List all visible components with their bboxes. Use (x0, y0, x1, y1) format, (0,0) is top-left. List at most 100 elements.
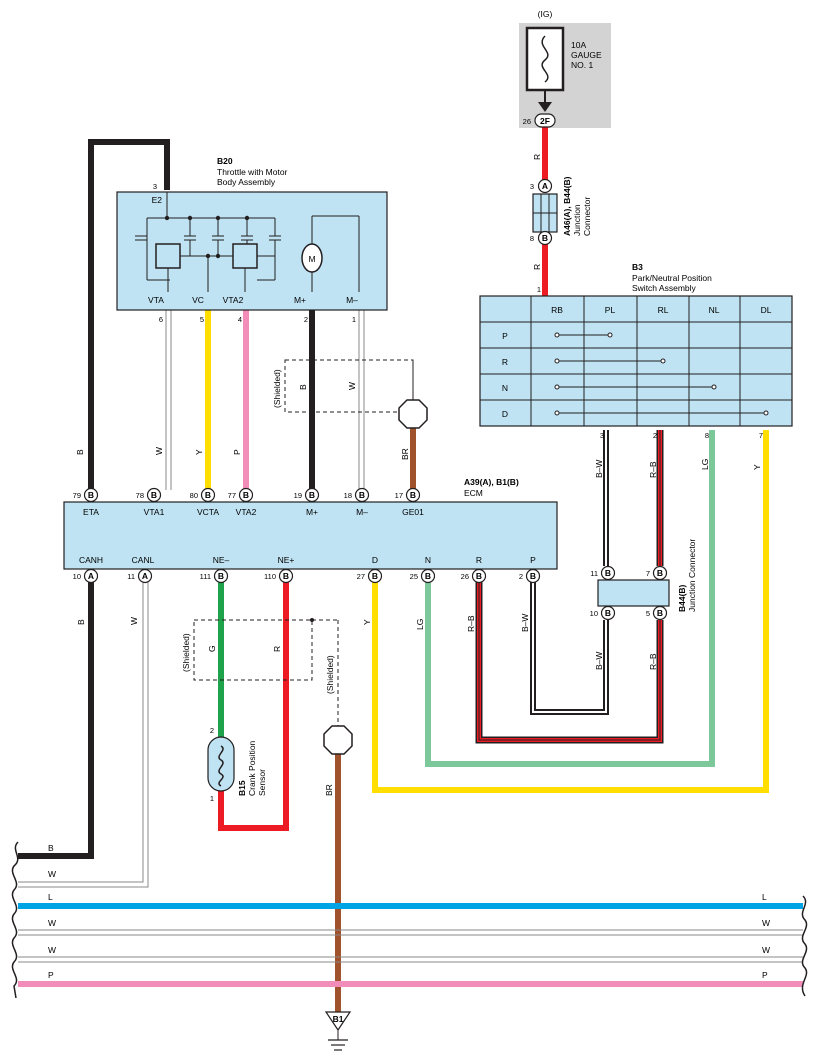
ecm-label-d: D (372, 555, 378, 565)
ecm-label-mminus: M– (356, 507, 368, 517)
throttle-pin-2: 2 (304, 315, 308, 324)
junction-top-conn-a (537, 178, 553, 194)
throttle-name-1: Throttle with Motor (217, 167, 288, 177)
wire-label-w-vta: W (154, 447, 164, 455)
crank-pin-2: 2 (210, 726, 214, 735)
ecm-pin-17: 17 (395, 491, 403, 500)
wire-label-r-neplus: R (272, 646, 282, 652)
bus-label-p-right: P (762, 970, 768, 980)
wire-label-y-d: Y (362, 619, 372, 625)
fuse-name-2: NO. 1 (571, 60, 593, 70)
ecm-conn-mminus: B (359, 490, 365, 500)
ecm-pin-78: 78 (136, 491, 144, 500)
wire-label-bw-p: B–W (520, 614, 530, 632)
wire-label-rb-r: R–B (466, 615, 476, 632)
junction-connector-top (532, 193, 558, 233)
switch-col-dl: DL (761, 305, 772, 315)
ecm-conn-ge01: B (410, 490, 416, 500)
throttle-name-2: Body Assembly (217, 177, 276, 187)
wire-label-y-switch: Y (752, 464, 762, 470)
junction-top-pin-3: 3 (530, 182, 534, 191)
wire-label-r-switch: R (532, 264, 542, 270)
bus-label-w1-left: W (48, 918, 56, 928)
bus-label-l-left: L (48, 892, 53, 902)
shield-ground-octagon-bottom (323, 725, 353, 755)
fuse-pin: 26 (523, 117, 531, 126)
ecm-bottom-connectors (83, 568, 541, 584)
ecm-conn-vta2: B (243, 490, 249, 500)
junction-top-conn-a-letter: A (542, 181, 548, 191)
wire-label-r-fuse: R (532, 154, 542, 160)
ecm-conn-p: B (530, 571, 536, 581)
b44-pin-10: 10 (590, 609, 598, 618)
bus-break-right (801, 895, 808, 997)
switch-row-d: D (502, 409, 508, 419)
throttle-pin-label-mplus: M+ (294, 295, 306, 305)
wire-label-w-canl: W (129, 617, 139, 625)
wire-label-y-vc: Y (194, 449, 204, 455)
throttle-body-box (116, 191, 388, 311)
ecm-conn-neplus: B (283, 571, 289, 581)
park-switch-name-1: Park/Neutral Position (632, 273, 712, 283)
shield-crank-node (310, 618, 314, 622)
park-switch-name-2: Switch Assembly (632, 283, 697, 293)
crank-name-2: Sensor (257, 769, 267, 796)
wire-label-bw-junction: B–W (594, 652, 604, 670)
junction-top-id: A46(A), B44(B) (562, 176, 572, 236)
ecm-conn-mplus: B (309, 490, 315, 500)
ecm-label-vta1: VTA1 (144, 507, 165, 517)
switch-row-n: N (502, 383, 508, 393)
wire-label-bw-switch: B–W (594, 460, 604, 478)
wire-label-b-eta: B (75, 449, 85, 455)
wire-label-b-canh: B (76, 619, 86, 625)
throttle-pin-label-vta: VTA (148, 295, 164, 305)
ecm-label-neplus: NE+ (278, 555, 295, 565)
wire-p-bw-inner (532, 582, 607, 713)
junction-top-name-2: Connector (582, 197, 592, 236)
throttle-pin-4: 4 (238, 315, 242, 324)
ecm-conn-r: B (476, 571, 482, 581)
ground-id: B1 (333, 1014, 344, 1024)
throttle-id: B20 (217, 156, 233, 166)
park-switch-input-pin: 1 (537, 285, 541, 294)
wire-canl-white-b (18, 582, 149, 888)
b44-conn-7: B (657, 568, 663, 578)
ecm-pin-26: 26 (461, 572, 469, 581)
node-1 (187, 215, 193, 221)
bus-label-l-right: L (762, 892, 767, 902)
ecm-label-n: N (425, 555, 431, 565)
throttle-pin-label-vc: VC (192, 295, 204, 305)
shield-label-top: (Shielded) (272, 369, 282, 408)
crank-pin-1: 1 (210, 794, 214, 803)
ecm-label-neminus: NE– (213, 555, 230, 565)
ecm-conn-vcta: B (205, 490, 211, 500)
switch-connections (554, 332, 769, 416)
b44-conn-10: B (605, 608, 611, 618)
wire-label-g-neminus: G (207, 645, 217, 652)
ecm-pin-27: 27 (357, 572, 365, 581)
ecm-pin-18: 18 (344, 491, 352, 500)
b44-id: B44(B) (677, 584, 687, 612)
b44-name: Junction Connector (687, 539, 697, 612)
ecm-label-canl: CANL (132, 555, 155, 565)
fuse-arrow-icon (538, 102, 552, 112)
throttle-pin-1: 1 (352, 315, 356, 324)
junction-top-conn-b (537, 230, 553, 246)
throttle-e2-label: E2 (152, 195, 163, 205)
throttle-pin-6: 6 (159, 315, 163, 324)
bus-break-left (11, 841, 19, 999)
throttle-pin-label-mminus: M– (346, 295, 358, 305)
junction-b44-connectors (600, 565, 668, 621)
wire-r-rb-core (478, 582, 661, 741)
wire-label-br-ground: BR (324, 784, 334, 796)
crank-name-1: Crank Position (247, 740, 257, 796)
shield-label-drain: (Shielded) (325, 655, 335, 694)
fuse-element-icon (541, 35, 549, 83)
ecm-conn-vta1: B (151, 490, 157, 500)
wire-label-lg-n: LG (415, 619, 425, 630)
node-vc2 (215, 253, 221, 259)
ecm-label-canh: CANH (79, 555, 103, 565)
ecm-label-p: P (530, 555, 536, 565)
fuse-connector (534, 113, 556, 128)
